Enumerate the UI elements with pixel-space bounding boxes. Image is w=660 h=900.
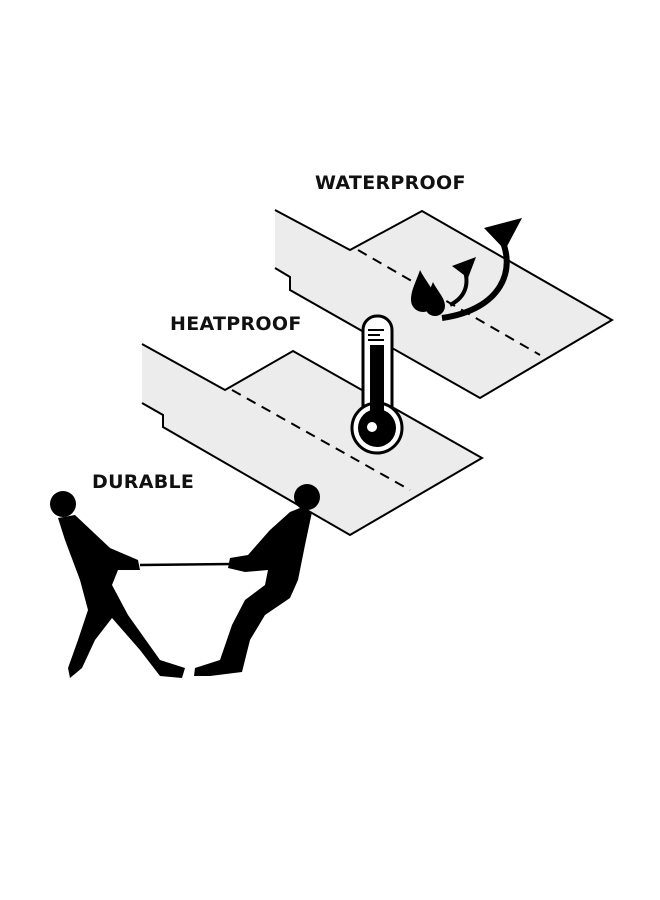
heatproof-label: HEATPROOF — [170, 313, 302, 335]
thermometer-icon — [350, 314, 404, 455]
left-person-silhouette — [50, 491, 185, 678]
waterproof-label: WATERPROOF — [315, 172, 466, 194]
curved-arrow-icon — [441, 218, 522, 321]
heatproof-sheet — [141, 343, 485, 537]
durable-label: DURABLE — [92, 471, 195, 493]
water-drops-icon — [411, 270, 445, 316]
tug-of-war-figures — [50, 484, 320, 678]
rope — [139, 562, 233, 567]
right-person-silhouette — [194, 484, 320, 676]
